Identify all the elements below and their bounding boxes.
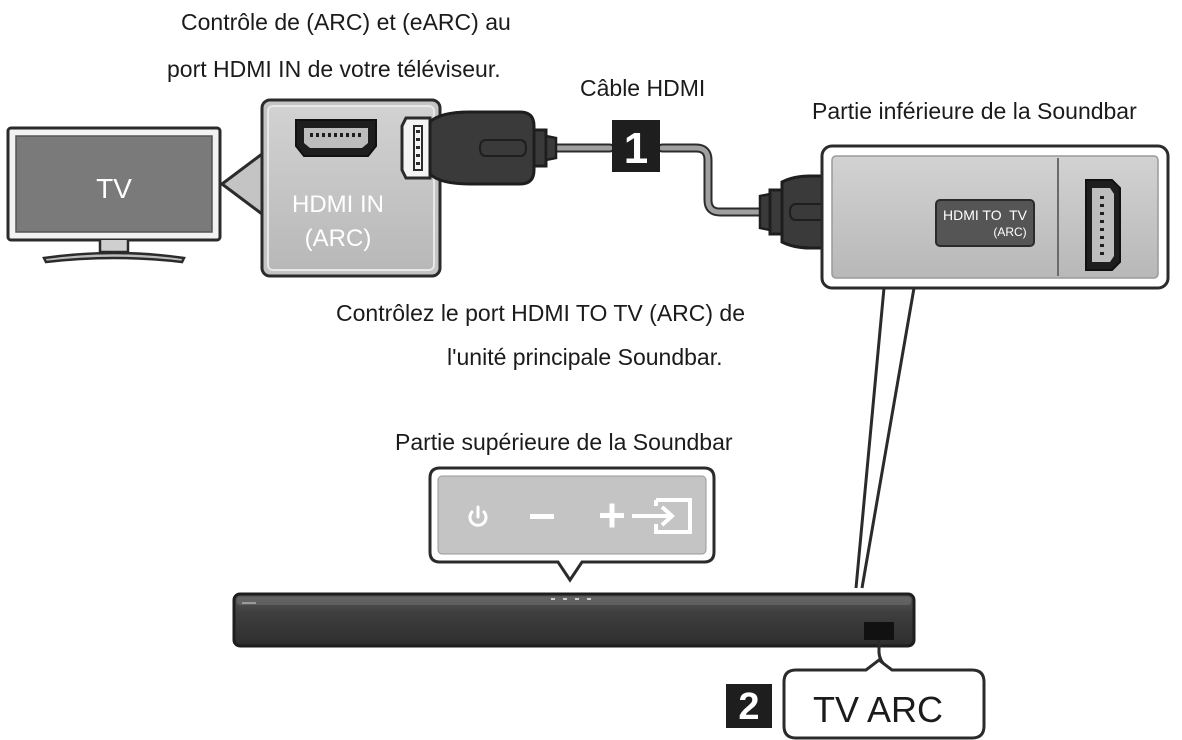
soundbar-display-window <box>864 622 894 640</box>
step-2-badge: 2 <box>726 684 772 728</box>
cable-label: Câble HDMI <box>580 75 706 101</box>
step-2-number: 2 <box>738 686 759 728</box>
tv-screen-label: TV <box>96 173 132 204</box>
tv-illustration: TV <box>6 126 222 264</box>
soundbar-port-check-label-line1: Contrôlez le port HDMI TO TV (ARC) de <box>336 300 746 326</box>
step-1-number: 1 <box>624 124 648 173</box>
soundbar-bottom-pointer <box>854 287 916 589</box>
hdmi-plug-tv-side-icon <box>400 110 558 186</box>
hdmi-to-tv-label-line1: HDMI TO TV <box>943 207 1028 223</box>
hdmi-in-label-line2: (ARC) <box>305 225 372 252</box>
soundbar-top-panel <box>428 466 716 583</box>
hdmi-to-tv-port-icon <box>1085 179 1121 271</box>
tv-port-check-label-line1: Contrôle de (ARC) et (eARC) au <box>181 9 511 35</box>
tv-hdmi-panel: HDMI IN (ARC) <box>260 98 442 278</box>
plus-icon <box>600 503 624 528</box>
hdmi-to-tv-label-line2: (ARC) <box>993 225 1026 239</box>
soundbar-bottom-panel: HDMI TO TV (ARC) <box>820 144 1170 290</box>
soundbar-top-buttons <box>551 598 591 600</box>
tv-callout-pointer <box>220 152 264 216</box>
hdmi-in-port-icon <box>295 119 377 157</box>
soundbar-body <box>232 592 916 648</box>
minus-icon <box>530 514 554 519</box>
soundbar-bottom-label: Partie inférieure de la Soundbar <box>812 98 1137 124</box>
soundbar-top-label: Partie supérieure de la Soundbar <box>395 429 733 455</box>
soundbar-port-check-label-line2: l'unité principale Soundbar. <box>447 344 723 370</box>
hdmi-in-label-line1: HDMI IN <box>292 191 384 218</box>
power-icon <box>468 505 488 527</box>
step-1-badge: 1 <box>612 120 660 173</box>
tv-port-check-label-line2: port HDMI IN de votre téléviseur. <box>167 56 501 82</box>
source-input-icon <box>632 498 692 534</box>
tv-arc-text: TV ARC <box>813 689 943 730</box>
tv-arc-indicator: TV ARC <box>782 658 986 740</box>
